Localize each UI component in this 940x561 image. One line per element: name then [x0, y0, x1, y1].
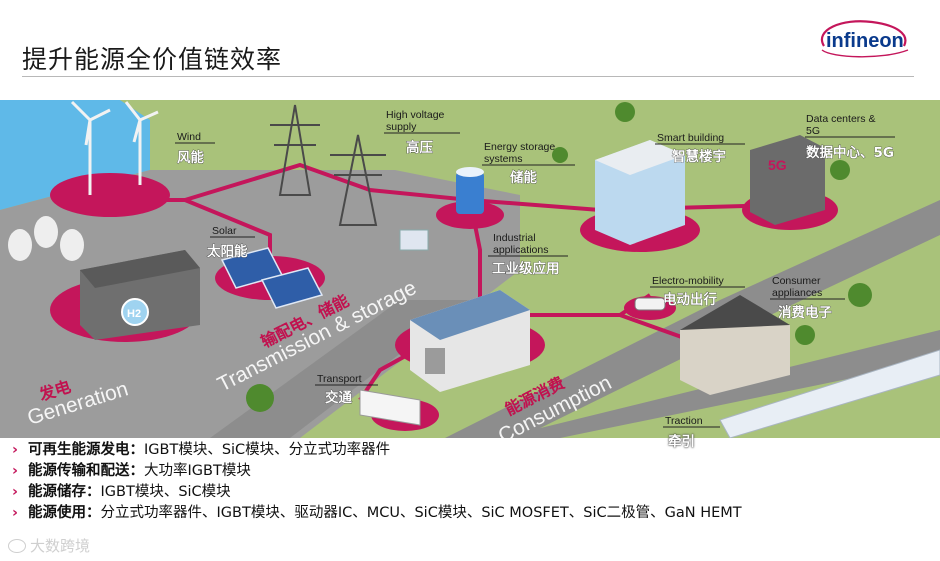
bullet-key: 可再生能源发电：: [28, 442, 144, 458]
bullet-marker: ›: [12, 482, 28, 503]
bullet-value: 分立式功率器件、IGBT模块、驱动器IC、MCU、SiC模块、SiC MOSFE…: [101, 505, 742, 521]
bullet-value: IGBT模块、SiC模块: [101, 484, 231, 500]
storage-label-en-1: Energy storage: [484, 141, 555, 153]
bullet-item-storage: ›能源储存：IGBT模块、SiC模块: [12, 482, 932, 503]
hv-label-zh: 高压: [406, 139, 433, 156]
wind-label-zh: 风能: [177, 149, 204, 166]
bullet-list: ›可再生能源发电：IGBT模块、SiC模块、分立式功率器件 ›能源传输和配送：大…: [12, 440, 932, 524]
logo-wordmark: infineon: [826, 30, 904, 52]
solar-label-en: Solar: [212, 225, 237, 237]
bullet-key: 能源储存：: [28, 484, 101, 500]
consumer-label-en-1: Consumer: [772, 275, 821, 287]
consumer-label-en-2: appliances: [772, 287, 822, 299]
energy-value-chain-diagram: H2 5G: [0, 100, 940, 438]
watermark-logo-icon: [8, 539, 26, 553]
emobility-label-en: Electro-mobility: [652, 275, 725, 287]
infineon-logo: infineon: [812, 16, 916, 62]
transport-label-en: Transport: [317, 373, 362, 385]
bullet-value: 大功率IGBT模块: [144, 463, 251, 479]
transport-label-zh: 交通: [325, 389, 352, 406]
solar-label-zh: 太阳能: [207, 243, 248, 260]
wind-label-en: Wind: [177, 131, 201, 143]
watermark: 大数跨境: [8, 535, 90, 556]
industrial-label-en-2: applications: [493, 244, 548, 256]
hv-label-en-1: High voltage: [386, 109, 445, 121]
hv-label-en-2: supply: [386, 121, 417, 133]
datacenter-label-en-2: 5G: [806, 125, 820, 137]
storage-cylinder-icon: [456, 167, 484, 214]
bullet-marker: ›: [12, 503, 28, 524]
page-title: 提升能源全价值链效率: [22, 40, 282, 76]
emobility-label-zh: 电动出行: [663, 291, 717, 308]
bullet-item-usage: ›能源使用：分立式功率器件、IGBT模块、驱动器IC、MCU、SiC模块、SiC…: [12, 503, 932, 524]
bullet-marker: ›: [12, 440, 28, 461]
hydrogen-badge: H2: [127, 308, 141, 320]
bullet-key: 能源传输和配送：: [28, 463, 144, 479]
storage-label-zh: 储能: [509, 169, 538, 186]
datacenter-label-zh: 数据中心、5G: [806, 144, 894, 161]
watermark-text: 大数跨境: [30, 537, 90, 555]
bullet-item-transmission: ›能源传输和配送：大功率IGBT模块: [12, 461, 932, 482]
industrial-label-en-1: Industrial: [493, 232, 536, 244]
wind-disc: [50, 173, 170, 217]
smart-building-label-zh: 智慧楼宇: [672, 148, 726, 165]
datacenter-label-en-1: Data centers &: [806, 113, 875, 125]
bullet-marker: ›: [12, 461, 28, 482]
bullet-item-generation: ›可再生能源发电：IGBT模块、SiC模块、分立式功率器件: [12, 440, 932, 461]
electric-car-icon: [635, 298, 665, 310]
bullet-key: 能源使用：: [28, 505, 101, 521]
five-g-badge: 5G: [768, 157, 787, 173]
bullet-value: IGBT模块、SiC模块、分立式功率器件: [144, 442, 390, 458]
industrial-label-zh: 工业级应用: [492, 260, 560, 277]
smart-building-label-en: Smart building: [657, 132, 724, 144]
consumer-label-zh: 消费电子: [778, 304, 832, 321]
title-divider: [22, 76, 914, 77]
storage-label-en-2: systems: [484, 153, 523, 165]
transformer-icon: [400, 230, 428, 250]
traction-label-en: Traction: [665, 415, 703, 427]
